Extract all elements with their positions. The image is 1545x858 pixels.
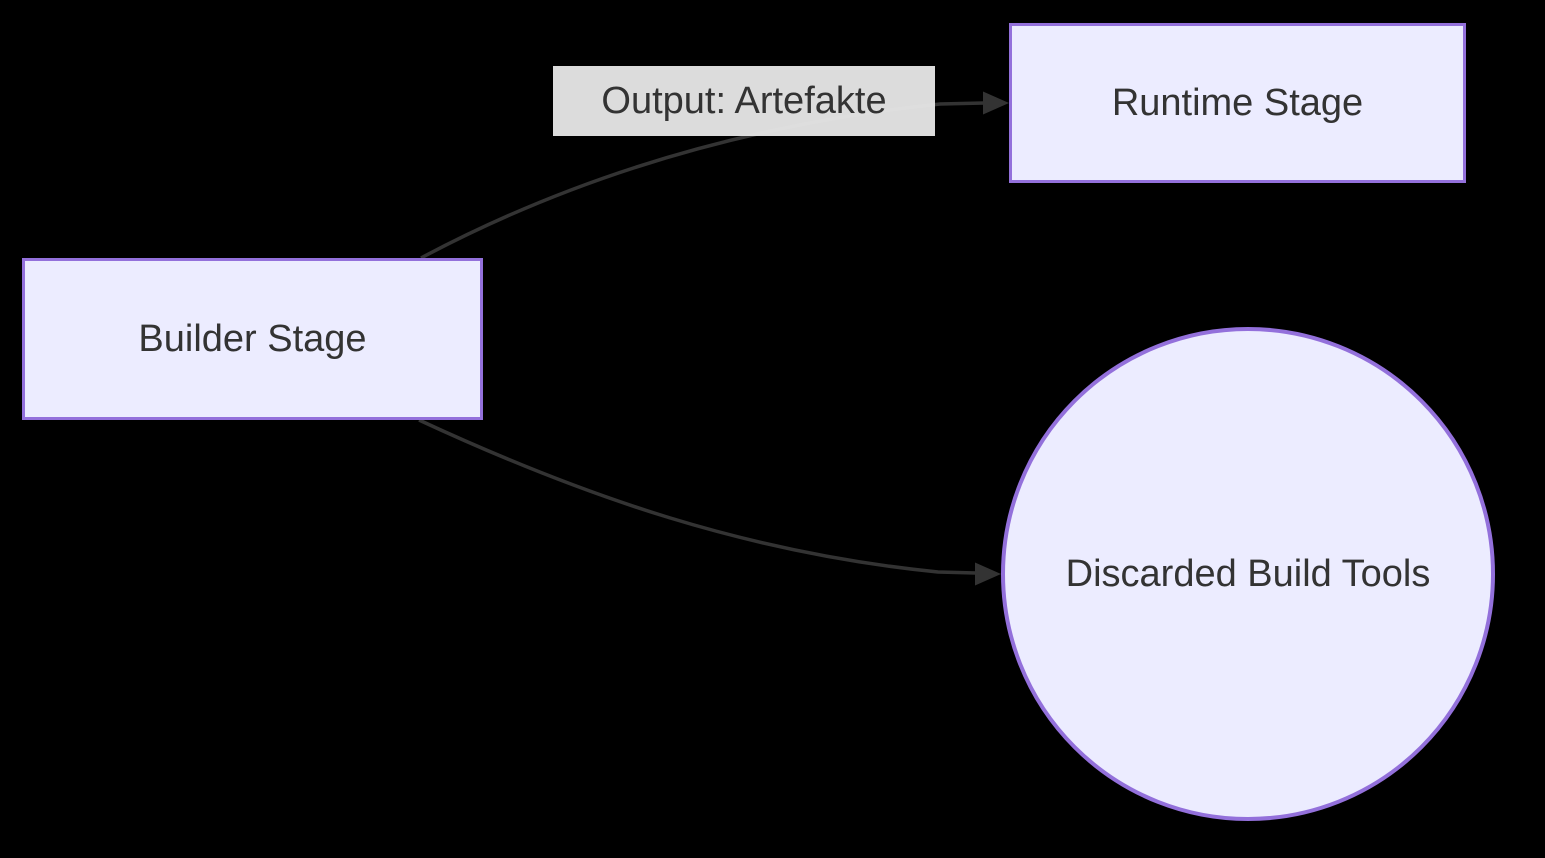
edge-label-output-artefakte: Output: Artefakte [553, 66, 935, 136]
node-discarded-build-tools: Discarded Build Tools [1001, 327, 1495, 821]
arrowhead-discarded-icon [975, 562, 1001, 586]
arrowhead-runtime-icon [983, 91, 1009, 115]
edge-builder-to-discarded [418, 418, 977, 575]
node-builder-stage-label: Builder Stage [138, 317, 367, 360]
node-builder-stage: Builder Stage [22, 258, 483, 420]
edge-label-text: Output: Artefakte [601, 79, 887, 122]
node-runtime-stage: Runtime Stage [1009, 23, 1466, 183]
node-discarded-build-tools-label: Discarded Build Tools [1065, 552, 1431, 595]
node-runtime-stage-label: Runtime Stage [1111, 81, 1364, 124]
